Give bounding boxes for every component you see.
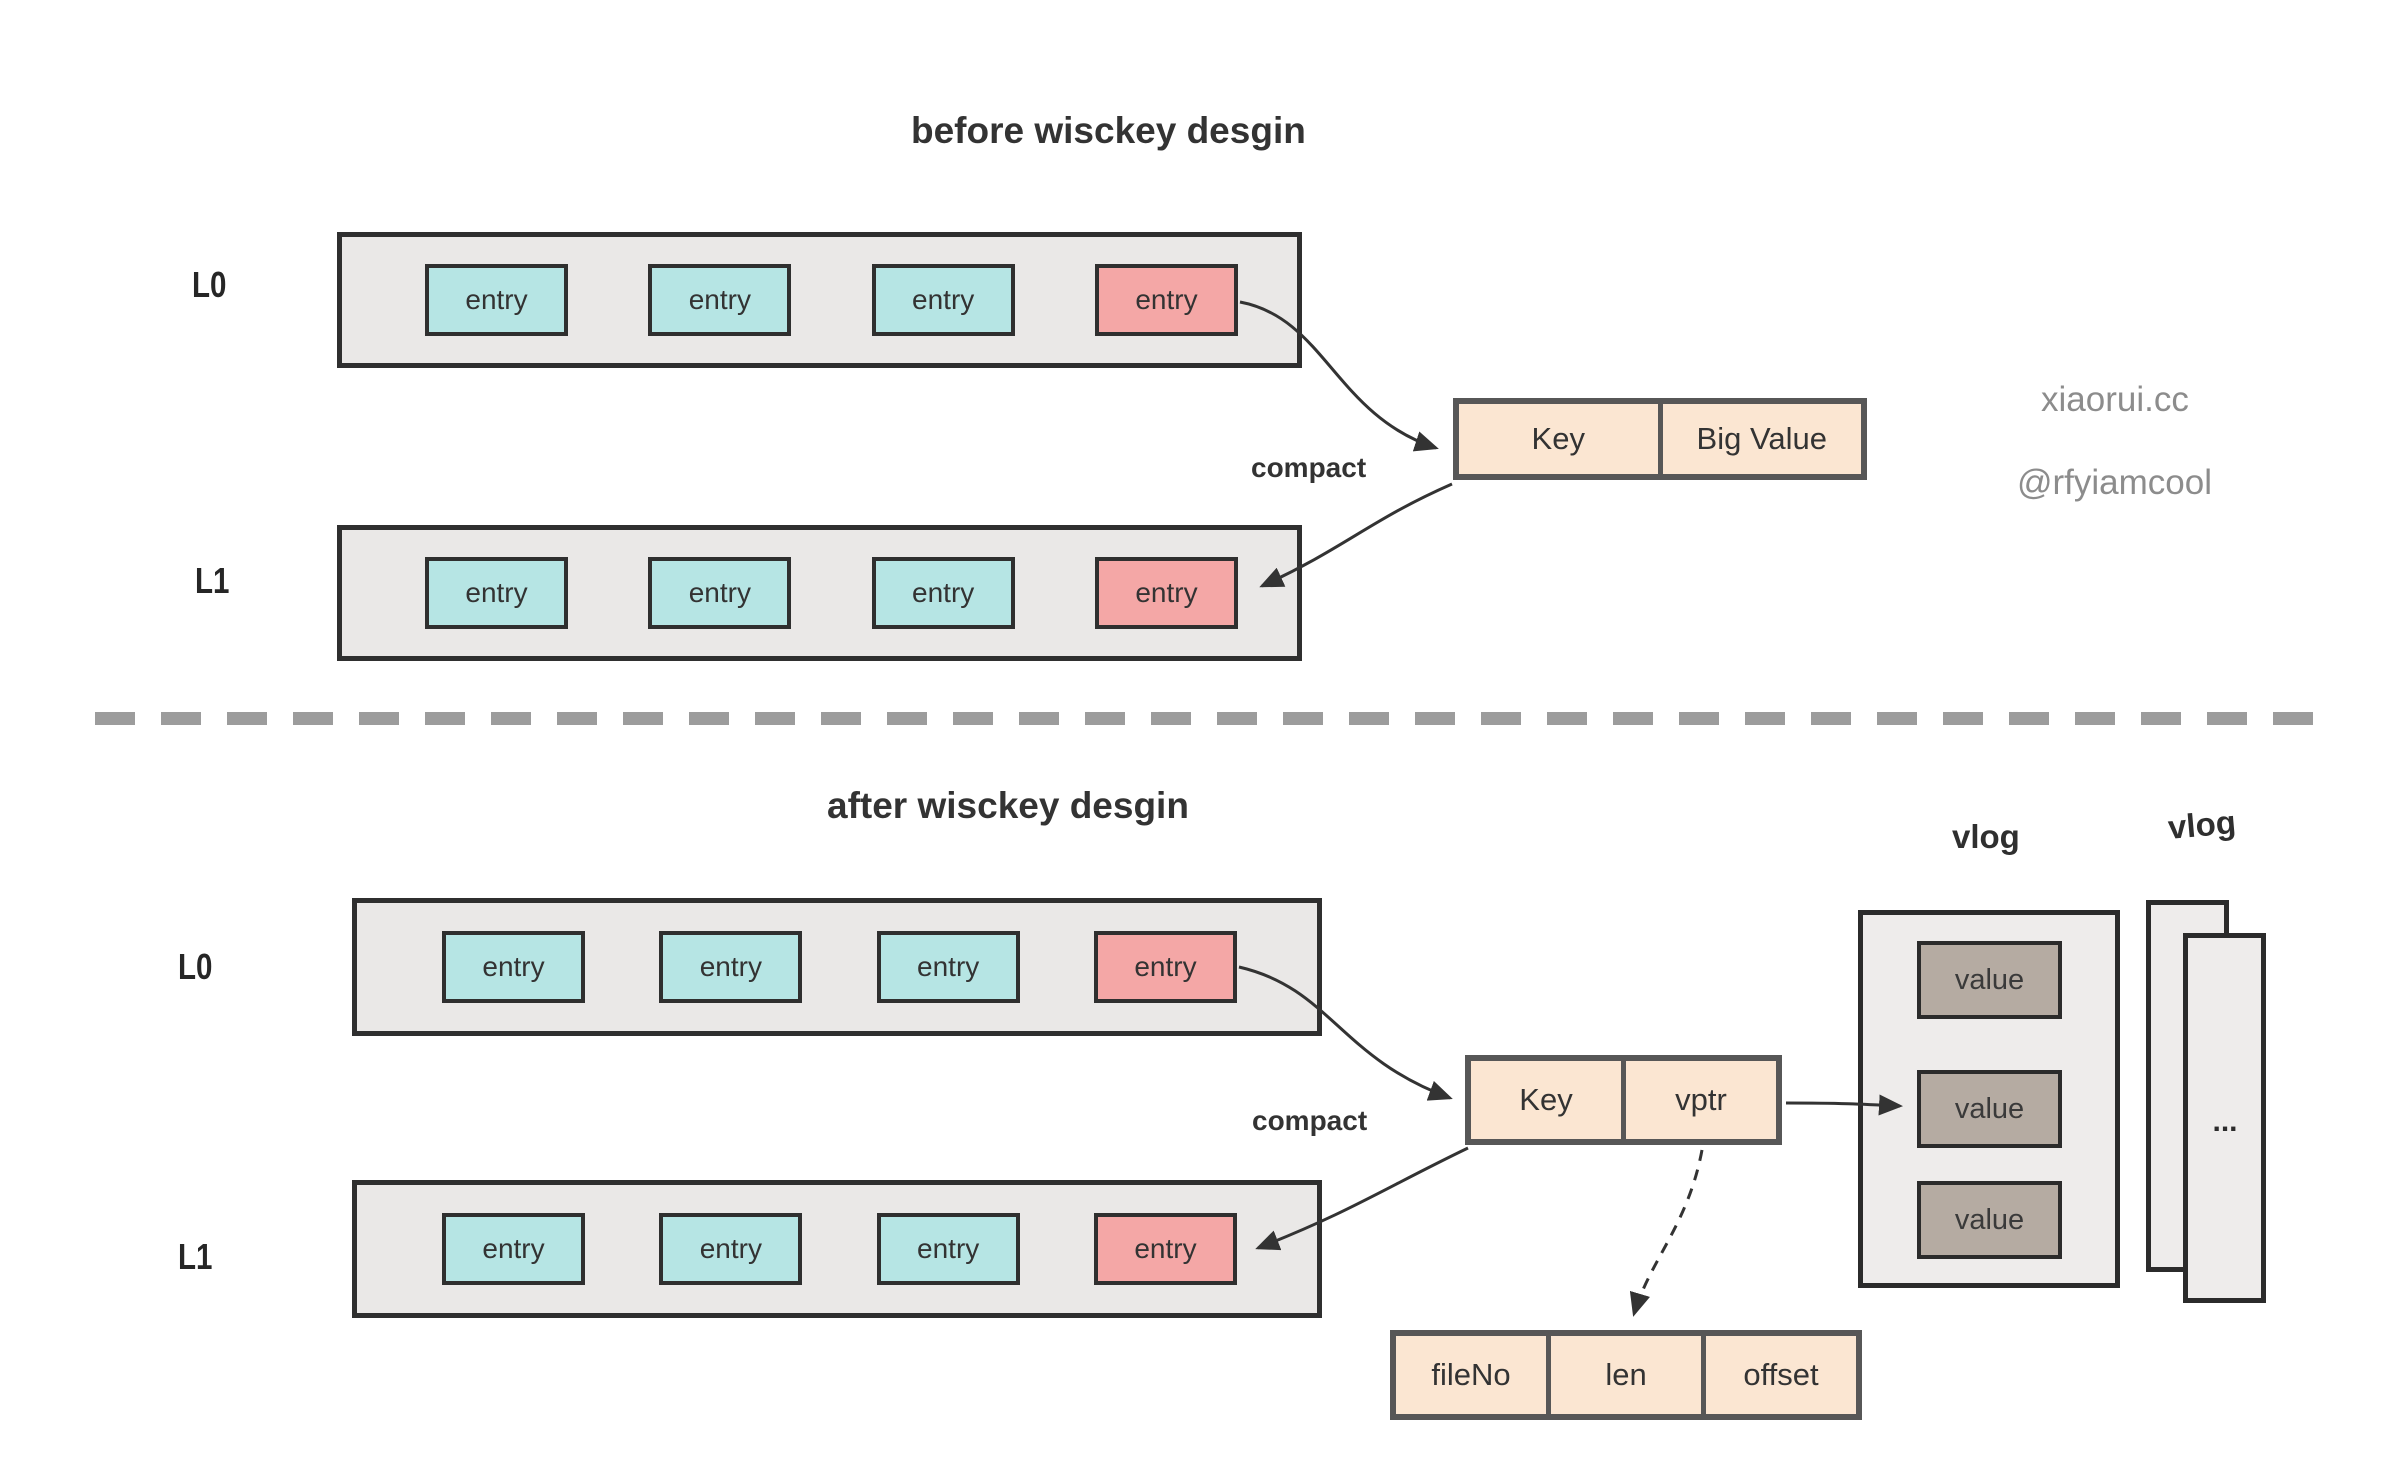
before-l1-container: entry entry entry entry	[337, 525, 1302, 661]
before-l0-container: entry entry entry entry	[337, 232, 1302, 368]
entry-box: entry	[648, 264, 792, 336]
vptr-struct-box: fileNo len offset	[1390, 1330, 1862, 1420]
before-key-bigvalue-box: Key Big Value	[1453, 398, 1867, 480]
entry-box: entry	[659, 931, 803, 1003]
entry-box: entry	[442, 1213, 585, 1285]
after-section-title: after wisckey desgin	[827, 785, 1189, 826]
after-compact-label: compact	[1252, 1105, 1368, 1136]
vlog-stack-ellipsis: ...	[2212, 1105, 2238, 1138]
fileno-cell: fileNo	[1431, 1357, 1511, 1392]
before-l1-label: L1	[195, 560, 230, 601]
entry-box-compacted: entry	[1094, 264, 1238, 336]
watermark-site: xiaorui.cc	[2041, 380, 2189, 419]
after-l1-container: entry entry entry entry	[352, 1180, 1322, 1318]
value-box: value	[1917, 941, 2062, 1019]
vptr-cell: vptr	[1621, 1061, 1776, 1139]
big-value-cell: Big Value	[1657, 404, 1862, 474]
entry-box: entry	[876, 931, 1020, 1003]
before-section-title: before wisckey desgin	[911, 110, 1306, 151]
vptr-to-struct-dashed-arrow-icon	[1629, 1149, 1704, 1317]
entry-box: entry	[871, 264, 1015, 336]
before-compact-label: compact	[1251, 452, 1367, 483]
entry-box-compacted: entry	[1094, 557, 1238, 629]
before-l0-label: L0	[192, 264, 227, 305]
entry-box-compacted: entry	[1093, 931, 1237, 1003]
entry-box: entry	[876, 1213, 1020, 1285]
after-l0-label: L0	[178, 946, 213, 987]
watermark-handle: @rfyiamcool	[2017, 463, 2213, 502]
vlog-stack-front-file	[2183, 933, 2266, 1303]
entry-box-compacted: entry	[1093, 1213, 1237, 1285]
key-cell: Key	[1519, 1082, 1573, 1117]
value-box: value	[1917, 1070, 2062, 1148]
entry-box: entry	[425, 264, 568, 336]
section-divider	[95, 712, 2323, 725]
entry-box: entry	[648, 557, 792, 629]
after-l0-container: entry entry entry entry	[352, 898, 1322, 1036]
after-key-vptr-box: Key vptr	[1465, 1055, 1782, 1145]
key-cell: Key	[1531, 421, 1585, 456]
entry-box: entry	[659, 1213, 803, 1285]
value-box: value	[1917, 1181, 2062, 1259]
entry-box: entry	[425, 557, 568, 629]
len-cell: len	[1546, 1336, 1701, 1414]
entry-box: entry	[442, 931, 585, 1003]
vlog-stack-label: vlog	[2166, 803, 2238, 846]
vlog-main-label: vlog	[1952, 818, 2020, 855]
after-l1-label: L1	[178, 1236, 213, 1277]
entry-box: entry	[871, 557, 1015, 629]
offset-cell: offset	[1701, 1336, 1856, 1414]
